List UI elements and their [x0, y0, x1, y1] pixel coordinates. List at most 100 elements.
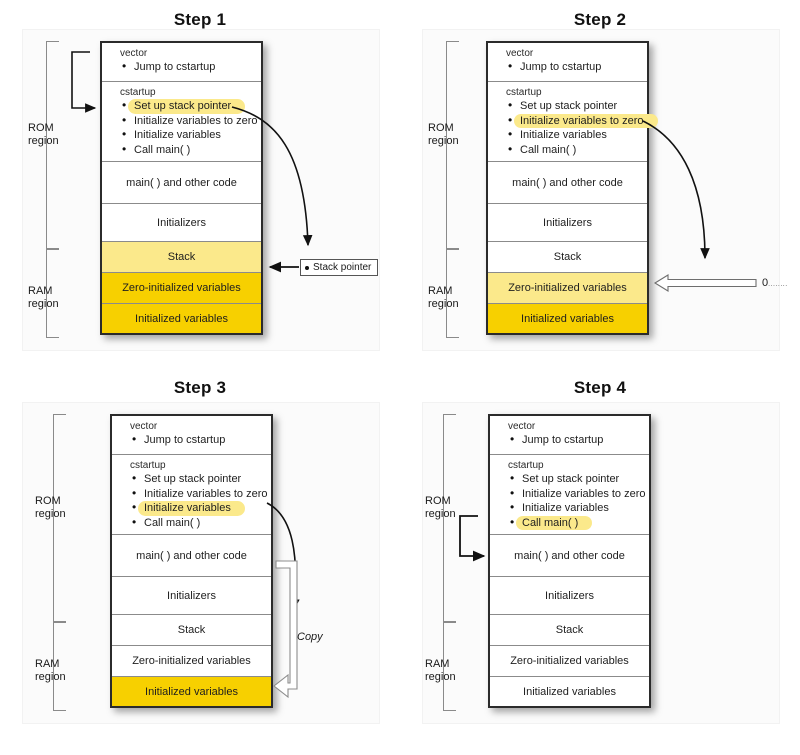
zero-init-curve-arrow	[642, 120, 710, 260]
row-vector: vector Jump to cstartup	[490, 416, 649, 455]
step-4-title: Step 4	[573, 378, 627, 397]
ram-text: RAM	[428, 285, 453, 297]
row-cstartup: cstartup Set up stack pointer Initialize…	[488, 82, 658, 162]
row-stack: Stack	[112, 615, 271, 646]
vector-bullet-jump: Jump to cstartup	[112, 432, 271, 448]
row-main-code: main( ) and other code	[488, 162, 647, 204]
zero-fill-block-arrow	[653, 274, 757, 292]
row-main-code: main( ) and other code	[112, 535, 271, 577]
ram-subtext: region	[425, 671, 456, 683]
vector-heading: vector	[508, 421, 536, 432]
cstartup-bullet-3: Call main( )	[490, 515, 649, 530]
ram-text: RAM	[35, 658, 60, 670]
step-3-title: Step 3	[173, 378, 227, 397]
row-initializers: Initializers	[490, 577, 649, 615]
rom-text: ROM	[425, 495, 451, 507]
vector-bullet-jump: Jump to cstartup	[102, 59, 261, 75]
row-stack: Stack	[102, 242, 261, 273]
highlight-pill: Initialize variables	[138, 501, 245, 516]
step-3-arrows	[266, 502, 300, 699]
ram-subtext: region	[35, 671, 66, 683]
step-1-memory-map: vector Jump to cstartup cstartup Set up …	[100, 41, 263, 335]
rom-text: ROM	[35, 495, 61, 507]
step-3-rom-bracket	[53, 414, 66, 623]
vector-heading: vector	[120, 48, 148, 59]
cstartup-heading: cstartup	[508, 460, 544, 471]
row-cstartup: cstartup Set up stack pointer Initialize…	[102, 82, 261, 162]
cstartup-bullet-1: Initialize variables to zero	[490, 486, 649, 502]
row-main-code: main( ) and other code	[490, 535, 649, 577]
cstartup-bullet-1: Initialize variables to zero	[488, 113, 658, 128]
stack-pointer-label: Stack pointer	[313, 262, 372, 273]
jump-to-cstartup-arrow	[71, 51, 97, 113]
row-initialized: Initialized variables	[490, 677, 649, 706]
step-3-ram-label: RAM region	[35, 658, 66, 684]
bullet-dot-icon	[305, 265, 309, 270]
vector-heading: vector	[130, 421, 158, 432]
row-stack: Stack	[488, 242, 647, 273]
highlight-pill: Call main( )	[516, 515, 593, 530]
step-1-title: Step 1	[173, 10, 227, 29]
step-4-memory-map: vector Jump to cstartup cstartup Set up …	[488, 414, 651, 708]
step-4-arrows	[459, 515, 486, 562]
copy-label: Copy	[297, 631, 323, 643]
cstartup-bullet-2: Initialize variables	[490, 500, 649, 516]
rom-subtext: region	[28, 135, 59, 147]
vector-bullet-jump: Jump to cstartup	[488, 59, 647, 75]
row-initializers: Initializers	[112, 577, 271, 615]
cstartup-bullet-3: Call main( )	[112, 515, 271, 531]
vector-heading: vector	[506, 48, 534, 59]
ram-subtext: region	[28, 298, 59, 310]
step-4-rom-label: ROM region	[425, 495, 456, 521]
stack-pointer-callout: Stack pointer	[300, 259, 379, 276]
cstartup-bullet-2: Initialize variables	[488, 127, 647, 143]
step-2-ram-label: RAM region	[428, 285, 459, 311]
stack-pointer-curve-arrow	[231, 106, 313, 247]
zero-fill-label: 0........	[762, 277, 788, 289]
cstartup-bullet-3: Call main( )	[102, 142, 261, 158]
row-main-code: main( ) and other code	[102, 162, 261, 204]
rom-text: ROM	[428, 122, 454, 134]
row-vector: vector Jump to cstartup	[488, 43, 647, 82]
copy-block-arrow	[273, 560, 298, 699]
row-initializers: Initializers	[102, 204, 261, 242]
step-2-title: Step 2	[573, 10, 627, 29]
step-4-rom-bracket	[443, 414, 456, 623]
cstartup-heading: cstartup	[506, 87, 542, 98]
cstartup-bullet-0: Set up stack pointer	[490, 471, 649, 487]
row-zero-initialized: Zero-initialized variables	[488, 273, 647, 304]
zero-trail: ........	[768, 281, 788, 288]
cstartup-heading: cstartup	[120, 87, 156, 98]
ram-subtext: region	[428, 298, 459, 310]
vector-bullet-jump: Jump to cstartup	[490, 432, 649, 448]
step-2-ram-bracket	[446, 248, 459, 338]
step-2-rom-bracket	[446, 41, 459, 250]
zero-value: 0	[762, 277, 769, 289]
cstartup-bullet-0: Set up stack pointer	[102, 98, 261, 114]
row-initializers: Initializers	[488, 204, 647, 242]
call-main-arrow	[459, 515, 486, 562]
step-4-ram-label: RAM region	[425, 658, 456, 684]
step-1-rom-label: ROM region	[28, 122, 59, 148]
cstartup-bullet-1: Initialize variables to zero	[102, 113, 261, 129]
step-2-memory-map: vector Jump to cstartup cstartup Set up …	[486, 41, 658, 335]
step-4-ram-bracket	[443, 621, 456, 711]
row-vector: vector Jump to cstartup	[112, 416, 271, 455]
step-1-ram-label: RAM region	[28, 285, 59, 311]
cstartup-bullet-1: Initialize variables to zero	[112, 486, 271, 502]
highlight-pill: Initialize variables to zero	[514, 113, 658, 128]
ram-text: RAM	[425, 658, 450, 670]
step-1-ram-bracket	[46, 248, 59, 338]
cstartup-bullet-2: Initialize variables	[112, 500, 271, 516]
row-initialized: Initialized variables	[112, 677, 271, 706]
step-2-arrows	[642, 120, 757, 292]
step-1-rom-bracket	[46, 41, 59, 250]
rom-text: ROM	[28, 122, 54, 134]
row-vector: vector Jump to cstartup	[102, 43, 261, 82]
row-initialized: Initialized variables	[102, 304, 261, 333]
step-3-memory-map: vector Jump to cstartup cstartup Set up …	[110, 414, 273, 708]
step-1-arrows	[71, 51, 313, 273]
cstartup-bullet-2: Initialize variables	[102, 127, 261, 143]
row-cstartup: cstartup Set up stack pointer Initialize…	[112, 455, 271, 535]
